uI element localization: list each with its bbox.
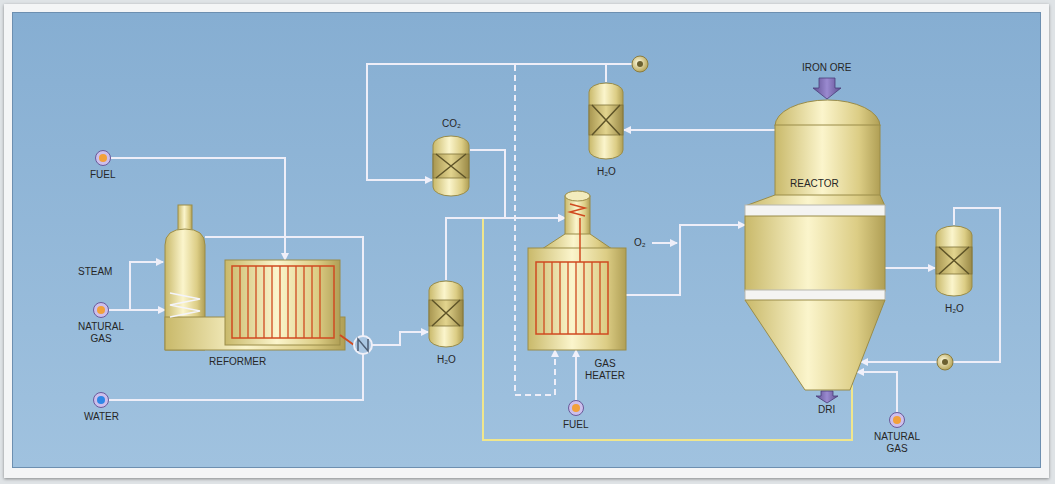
product-label: DRI (818, 404, 835, 416)
node-label: NATURAL GAS (76, 321, 126, 345)
node-label: REFORMER (209, 356, 266, 368)
feed-arrow (813, 78, 841, 99)
scrubber-vessel: H₂O (588, 82, 624, 160)
node-label: H₂O (437, 354, 456, 366)
source-outline (568, 400, 584, 416)
source-outline (95, 150, 111, 166)
scrubber-vessel: H₂O (428, 280, 464, 348)
vessel-outline (935, 225, 973, 297)
compressor-stub (606, 63, 632, 65)
heater-outline (528, 190, 628, 350)
shaft-reactor: REACTOR (742, 100, 887, 395)
source-outline (93, 392, 109, 408)
vessel-outline (428, 280, 464, 348)
pipe-connector (857, 372, 897, 412)
water-inlet: WATER (93, 392, 109, 408)
gas-inlet: NATURAL GAS (889, 412, 905, 428)
node-label: FUEL (90, 169, 116, 181)
scrubber-vessel: CO₂ (432, 135, 470, 197)
stream-label: O₂ (634, 237, 646, 249)
pipe-connector (367, 64, 606, 180)
node-label: CO₂ (442, 118, 461, 130)
fuel-inlet: FUEL (568, 400, 584, 416)
node-label: NATURAL GAS (872, 431, 922, 455)
pipe-connector (624, 129, 775, 131)
compressor-symbol (632, 56, 648, 72)
vessel-outline (432, 135, 470, 197)
pipe-connector (885, 267, 935, 269)
node-label: H₂O (945, 303, 964, 315)
fuel-inlet: FUEL (95, 150, 111, 166)
oxygen-line (652, 242, 677, 244)
pipe-connector (109, 309, 165, 311)
reformer-outline (160, 205, 375, 355)
pipe-connector (626, 225, 745, 295)
pipe-connector (109, 354, 363, 400)
node-label: GAS HEATER (580, 358, 630, 382)
node-label: FUEL (563, 419, 589, 431)
pipe-connector (575, 350, 577, 400)
pipe-connector (470, 150, 565, 218)
steam-line (130, 262, 163, 310)
heater-unit: GAS HEATER (528, 190, 628, 350)
node-label: WATER (84, 411, 119, 423)
pipe-connector (372, 332, 428, 345)
source-outline (93, 302, 109, 318)
reformer-unit: REFORMER (160, 205, 375, 355)
stream-label: STEAM (78, 266, 112, 278)
vessel-outline (588, 82, 624, 160)
compressor-symbol (937, 354, 953, 370)
node-label: REACTOR (790, 178, 839, 190)
discharge-arrow (816, 391, 838, 403)
source-outline (889, 412, 905, 428)
gas-inlet: NATURAL GAS (93, 302, 109, 318)
scrubber-vessel: H₂O (935, 225, 973, 297)
reactor-outline (742, 100, 887, 395)
feed-label: IRON ORE (802, 62, 851, 74)
node-label: H₂O (597, 166, 616, 178)
